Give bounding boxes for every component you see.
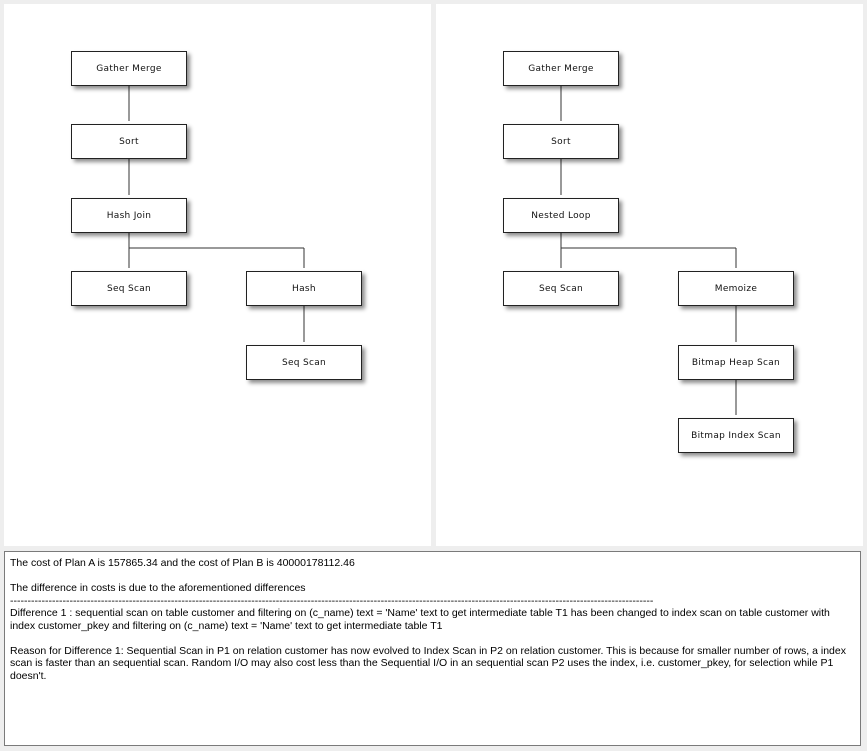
plan-a-node-gather-merge[interactable]: Gather Merge: [71, 51, 187, 86]
separator-line: ----------------------------------------…: [10, 594, 654, 607]
plan-b-node-bitmap-index-scan[interactable]: Bitmap Index Scan: [678, 418, 794, 453]
cost-comparison-text: The cost of Plan A is 157865.34 and the …: [10, 557, 355, 569]
difference-1-text: Difference 1 : sequential scan on table …: [10, 607, 833, 632]
plan-a-node-sort[interactable]: Sort: [71, 124, 187, 159]
spacer: [10, 632, 855, 645]
plan-a-node-hash[interactable]: Hash: [246, 271, 362, 306]
spacer: [10, 570, 855, 583]
plan-b-node-gather-merge[interactable]: Gather Merge: [503, 51, 619, 86]
plan-b-tree-panel: Gather Merge Sort Nested Loop Seq Scan M…: [436, 4, 863, 546]
difference-intro-text: The difference in costs is due to the af…: [10, 582, 306, 594]
explanation-text-area[interactable]: The cost of Plan A is 157865.34 and the …: [4, 551, 861, 746]
plan-b-node-bitmap-heap-scan[interactable]: Bitmap Heap Scan: [678, 345, 794, 380]
plan-b-connectors: [560, 86, 737, 415]
plan-a-node-seq-scan-left[interactable]: Seq Scan: [71, 271, 187, 306]
plan-a-node-hash-join[interactable]: Hash Join: [71, 198, 187, 233]
plan-a-tree-panel: Gather Merge Sort Hash Join Seq Scan Has…: [4, 4, 431, 546]
plan-b-node-nested-loop[interactable]: Nested Loop: [503, 198, 619, 233]
plan-b-node-sort[interactable]: Sort: [503, 124, 619, 159]
plan-a-node-seq-scan-right[interactable]: Seq Scan: [246, 345, 362, 380]
plan-b-node-memoize[interactable]: Memoize: [678, 271, 794, 306]
plan-a-connectors: [128, 86, 305, 342]
plan-b-node-seq-scan[interactable]: Seq Scan: [503, 271, 619, 306]
reason-1-text: Reason for Difference 1: Sequential Scan…: [10, 644, 849, 682]
